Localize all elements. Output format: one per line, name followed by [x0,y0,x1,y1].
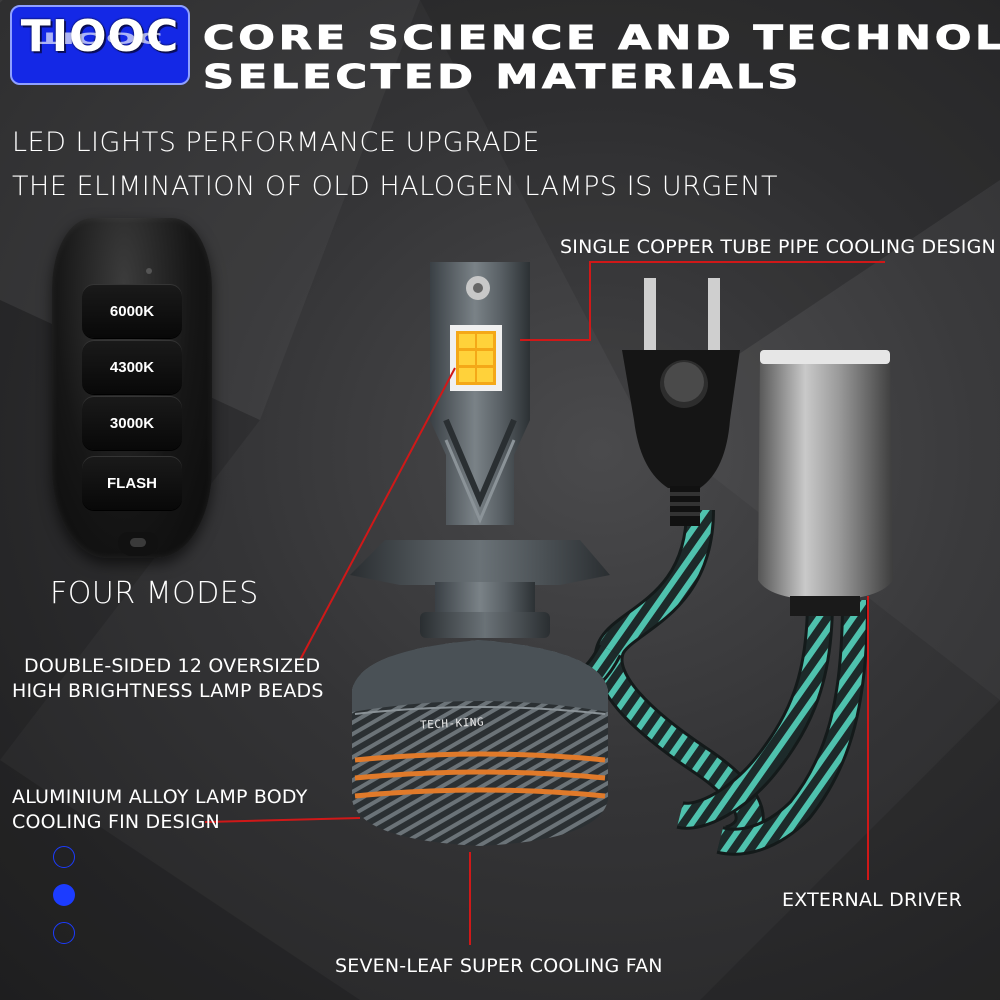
intro-line-2: THE ELIMINATION OF OLD HALOGEN LAMPS IS … [12,171,779,202]
remote-caption: FOUR MODES [50,576,259,611]
callout-fan: SEVEN-LEAF SUPER COOLING FAN [335,955,663,977]
remote-led-indicator [146,268,152,274]
mode-button-4300k[interactable]: 4300K [82,340,182,394]
callout-driver: EXTERNAL DRIVER [782,889,962,911]
mode-button-3000k[interactable]: 3000K [82,396,182,450]
brand-logo: TIOOC TIOOC [10,5,190,85]
logo-text: TIOOC [20,11,180,62]
remote-control: 6000K 4300K 3000K FLASH [52,218,212,558]
remote-keyring-loop [118,532,158,556]
leader-alloy-body [204,817,361,823]
callout-leader-lines [204,261,885,945]
callout-alloy-line-2: COOLING FIN DESIGN [12,811,220,833]
led-bulb [430,262,530,525]
leader-copper-tube [520,261,885,341]
braided-cable [516,509,869,856]
pagination-dot-1[interactable] [53,846,75,868]
callout-lamp-beads-line-2: HIGH BRIGHTNESS LAMP BEADS [12,680,324,702]
callout-lamp-beads-line-1: DOUBLE-SIDED 12 OVERSIZED [24,655,321,677]
headline-line-1: CORE SCIENCE AND TECHNOLOGY [202,18,1000,58]
callout-alloy-line-1: ALUMINIUM ALLOY LAMP BODY [12,786,308,808]
mode-button-6000k[interactable]: 6000K [82,284,182,338]
h7-plug [622,278,740,526]
headline-line-2: SELECTED MATERIALS [202,57,803,97]
bulb-collar [350,540,610,638]
callout-copper-tube: SINGLE COPPER TUBE PIPE COOLING DESIGN [560,236,996,258]
external-driver-box [758,350,893,616]
pagination-dot-2-active[interactable] [53,884,75,906]
mode-button-flash[interactable]: FLASH [82,456,182,510]
pagination-dot-3[interactable] [53,922,75,944]
leader-lamp-beads [299,367,456,661]
cooling-fan-body [352,640,608,846]
intro-line-1: LED LIGHTS PERFORMANCE UPGRADE [12,127,540,158]
